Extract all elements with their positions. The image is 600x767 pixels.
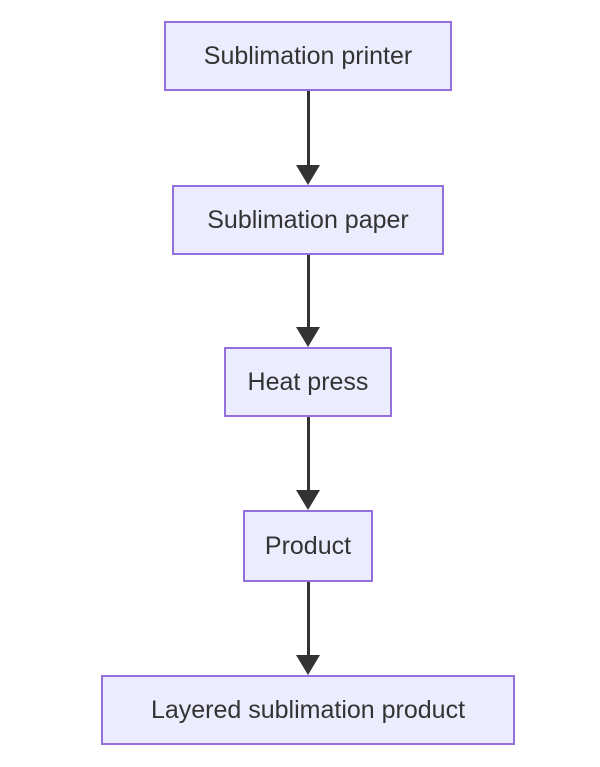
node-heat-press: Heat press [224, 347, 392, 417]
arrowhead-down-icon [296, 490, 320, 510]
edge-line [306, 255, 310, 330]
node-label-product: Product [264, 531, 352, 560]
edge-line [306, 417, 310, 493]
node-label-sublimation-printer: Sublimation printer [203, 41, 413, 70]
node-layered-sublimation-product: Layered sublimation product [101, 675, 515, 745]
edge-line [306, 582, 310, 658]
edge-product-to-layered-product [296, 582, 320, 675]
arrowhead-down-icon [296, 327, 320, 347]
edge-heat-press-to-product [296, 417, 320, 510]
node-label-layered-sublimation-product: Layered sublimation product [150, 695, 466, 724]
node-label-heat-press: Heat press [247, 367, 369, 396]
node-product: Product [243, 510, 373, 582]
node-label-sublimation-paper: Sublimation paper [207, 205, 409, 234]
node-sublimation-paper: Sublimation paper [172, 185, 444, 255]
edge-printer-to-paper [296, 91, 320, 185]
arrowhead-down-icon [296, 165, 320, 185]
arrowhead-down-icon [296, 655, 320, 675]
node-sublimation-printer: Sublimation printer [164, 21, 452, 91]
edge-line [306, 91, 310, 168]
edge-paper-to-heat-press [296, 255, 320, 347]
